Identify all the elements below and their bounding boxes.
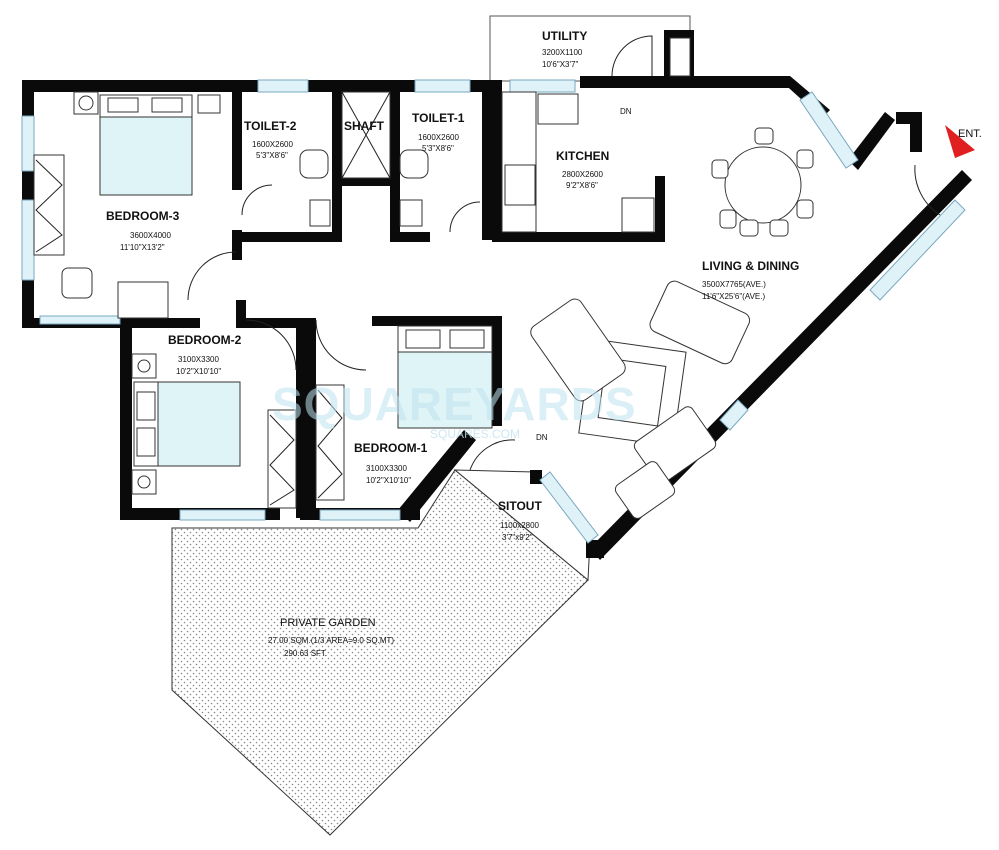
toilet-2-name: TOILET-2 [244,119,297,133]
sitout-imperial: 3'7"x9'2" [502,533,533,542]
bedroom-2-name: BEDROOM-2 [168,333,242,347]
bedroom-3-size: 3600X4000 [130,231,171,240]
utility-dn-marker: DN [620,107,632,116]
kitchen-fixtures [501,91,655,233]
utility-size: 3200X1100 [542,48,583,57]
garden-name: PRIVATE GARDEN [280,617,376,629]
living-dining-size: 3500X7765(AVE.) [702,280,766,289]
garden-area: 27.00 SQM.(1/3 AREA=9.0 SQ.MT) [268,636,394,645]
utility-name: UTILITY [542,29,587,43]
bedroom-3-imperial: 11'10"X13'2" [120,243,165,252]
sitout-dn-marker: DN [536,433,548,442]
utility-fixtures [611,35,691,77]
toilet-2-size: 1600X2600 [252,140,293,149]
sitout-size: 1100x2800 [500,521,540,530]
bedroom-1-furniture [315,319,493,501]
bedroom-3-name: BEDROOM-3 [106,209,180,223]
watermark-brand: SQUAREYARDS [272,378,637,430]
utility-imperial: 10'6"X3'7" [542,60,578,69]
bedroom-3-furniture [33,91,221,319]
bedroom-2-size: 3100X3300 [178,355,219,364]
living-dining-imperial: 11'6"X25'6"(AVE.) [702,292,765,301]
door-swings [187,164,941,471]
bedroom-2-imperial: 10'2"X10'10" [176,367,221,376]
kitchen-imperial: 9'2"X8'6" [566,181,598,190]
kitchen-name: KITCHEN [556,149,609,163]
toilet-2-imperial: 5'3"X8'6" [256,151,288,160]
toilet-1-size: 1600X2600 [418,133,459,142]
dining-table [711,127,814,237]
windows [21,79,966,544]
utility-area [489,15,691,82]
living-furniture [530,280,751,519]
entrance-arrow-icon [945,125,975,158]
bedroom-1-name: BEDROOM-1 [354,441,428,455]
bedroom-1-size: 3100X3300 [366,464,407,473]
sitout-name: SITOUT [498,499,542,513]
shaft-name: SHAFT [344,119,385,133]
toilet-1-imperial: 5'3"X8'6" [422,144,454,153]
bedroom-1-imperial: 10'2"X10'10" [366,476,411,485]
toilet-fixtures [241,91,481,233]
entrance-label: ENT. [958,128,982,140]
living-dining-name: LIVING & DINING [702,259,799,273]
toilet-1-name: TOILET-1 [412,111,465,125]
kitchen-size: 2800X2600 [562,170,603,179]
garden-sft: 290.63 SFT. [284,649,327,658]
bedroom-2-furniture [131,319,297,509]
watermark-sub: SQUARES.COM [430,427,520,441]
